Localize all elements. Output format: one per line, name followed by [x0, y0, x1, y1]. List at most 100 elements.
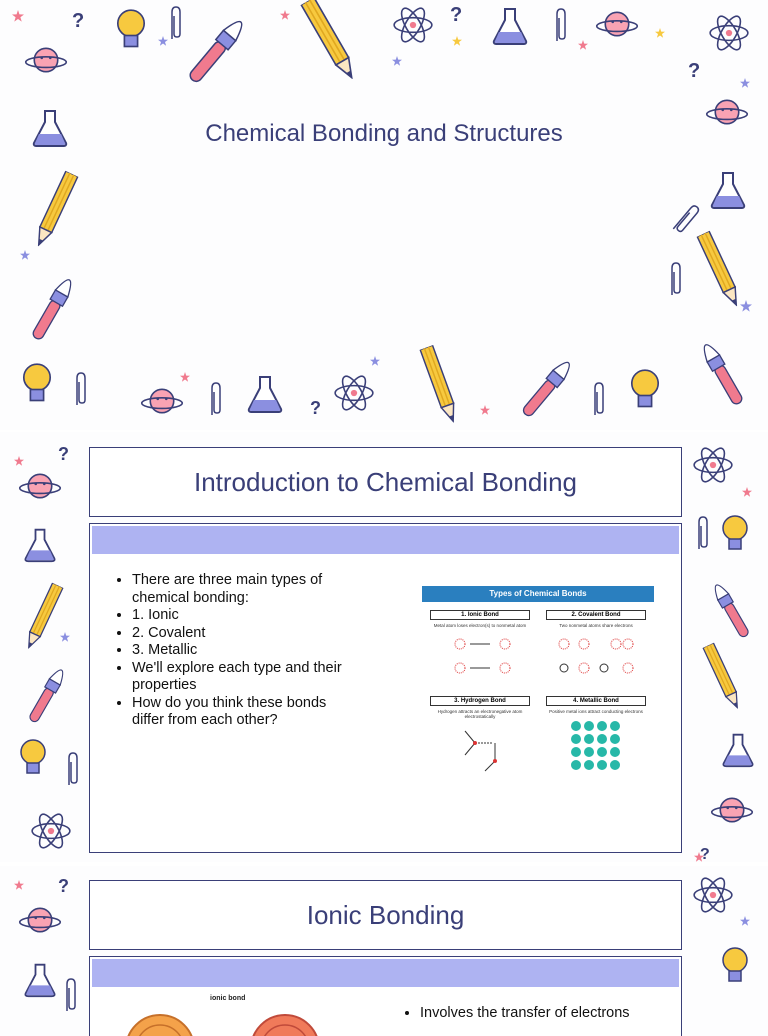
diagram-label: ionic bond	[210, 995, 246, 1002]
intro-slide: ? ? Introduction to Chemical Bonding The…	[0, 432, 768, 862]
ionic-atoms-diagram	[127, 1014, 318, 1036]
panel-title: 3. Hydrogen Bond	[430, 696, 530, 706]
paperclip-icon	[588, 380, 610, 420]
brush-icon	[18, 260, 93, 349]
star-icon	[578, 40, 588, 50]
planet-icon	[140, 385, 184, 417]
paperclip-icon	[205, 380, 227, 420]
paperclip-icon	[665, 198, 708, 243]
header-band	[92, 959, 679, 987]
star-icon	[280, 10, 290, 20]
star-icon	[740, 78, 750, 88]
paperclip-icon	[62, 750, 84, 790]
planet-icon	[24, 44, 68, 76]
brush-icon	[176, 0, 264, 94]
pencil-icon	[295, 0, 366, 86]
panel-title: 4. Metallic Bond	[546, 696, 646, 706]
panel-title: 1. Ionic Bond	[430, 610, 530, 620]
brush-icon	[509, 342, 591, 429]
question-icon: ?	[450, 4, 463, 26]
bullet-item: We'll explore each type and their proper…	[132, 660, 352, 695]
lightbulb-icon	[18, 738, 48, 778]
lightbulb-icon	[114, 8, 148, 52]
slide-title-box: Ionic Bonding	[89, 880, 682, 950]
atom-icon	[392, 4, 434, 46]
panel-subtitle: Two nonmetal atoms share electrons	[559, 623, 633, 628]
ionic-bonding-slide: ? Ionic Bonding ionic bond Involves the …	[0, 866, 768, 1036]
pencil-icon	[412, 342, 468, 427]
panel-subtitle: Positive metal ions attract conducting e…	[549, 709, 643, 714]
question-icon: ?	[72, 10, 85, 32]
star-icon	[694, 852, 704, 862]
star-icon	[12, 10, 24, 22]
flask-icon	[720, 732, 756, 768]
panel-subtitle: Metal atom loses electron(s) to nonmetal…	[433, 623, 527, 628]
star-icon	[740, 300, 752, 312]
header-band	[92, 526, 679, 554]
decorative-border: ? ? ? ?	[0, 0, 768, 430]
bond-types-infographic: Types of Chemical Bonds 1. Ionic Bond Me…	[422, 586, 654, 798]
flask-icon	[708, 170, 748, 210]
star-icon	[742, 487, 752, 497]
star-icon	[392, 56, 402, 66]
question-icon: ?	[688, 60, 701, 82]
atom-icon	[692, 874, 734, 916]
atom-icon	[30, 810, 72, 852]
question-icon: ?	[700, 846, 710, 862]
question-icon: ?	[58, 876, 69, 896]
bullet-item: 2. Covalent	[132, 625, 352, 643]
panel-title: 2. Covalent Bond	[546, 610, 646, 620]
lightbulb-icon	[720, 514, 750, 554]
lightbulb-icon	[628, 368, 662, 412]
star-icon	[158, 36, 168, 46]
content-panel: ionic bond Involves the transfer of elec…	[89, 956, 682, 1036]
star-icon	[740, 916, 750, 926]
star-icon	[452, 36, 462, 46]
question-icon: ?	[310, 398, 321, 418]
title-slide: ? ? ? ? Chemical Bonding and Structures	[0, 0, 768, 430]
star-icon	[14, 880, 24, 890]
planet-icon	[595, 8, 639, 40]
paperclip-icon	[550, 6, 572, 46]
metallic-bond-panel: 4. Metallic Bond Positive metal ions att…	[546, 696, 646, 776]
planet-icon	[18, 470, 62, 502]
panel-subtitle: Hydrogen attracts an electronegative ato…	[437, 709, 523, 719]
paperclip-icon	[692, 514, 714, 554]
hydrogen-bond-diagram	[464, 730, 497, 772]
presentation-title: Chemical Bonding and Structures	[205, 120, 563, 147]
bullet-item: Involves the transfer of electrons	[420, 1005, 690, 1023]
flask-icon	[22, 527, 58, 563]
planet-icon	[18, 904, 62, 936]
covalent-bond-diagram	[558, 638, 634, 674]
pencil-icon	[25, 167, 86, 252]
paperclip-icon	[60, 976, 82, 1016]
slide-title: Ionic Bonding	[306, 899, 465, 930]
slide-title-box: Introduction to Chemical Bonding	[89, 447, 682, 517]
lightbulb-icon	[20, 362, 54, 406]
bullet-list: There are three main types of chemical b…	[102, 572, 352, 730]
brush-icon	[683, 325, 758, 414]
slide-title: Introduction to Chemical Bonding	[193, 466, 577, 497]
star-icon	[60, 632, 70, 642]
covalent-bond-panel: 2. Covalent Bond Two nonmetal atoms shar…	[546, 610, 646, 682]
star-icon	[480, 405, 490, 415]
pencil-icon	[696, 640, 749, 714]
content-panel: There are three main types of chemical b…	[89, 523, 682, 853]
infographic-title: Types of Chemical Bonds	[422, 586, 654, 602]
bullet-list: Involves the transfer of electrons	[390, 1005, 690, 1023]
pencil-icon	[690, 227, 751, 312]
flask-icon	[490, 6, 530, 46]
bullet-item: There are three main types of chemical b…	[132, 572, 352, 607]
star-icon	[655, 28, 665, 38]
paperclip-icon	[665, 260, 687, 300]
question-icon: ?	[58, 444, 69, 464]
atom-icon	[333, 372, 375, 414]
brush-icon	[697, 568, 761, 646]
brush-icon	[17, 653, 81, 731]
atom-icon	[692, 444, 734, 486]
paperclip-icon	[70, 370, 92, 410]
lightbulb-icon	[720, 946, 750, 986]
paperclip-icon	[165, 4, 187, 44]
atom-icon	[708, 12, 750, 54]
star-icon	[20, 250, 30, 260]
